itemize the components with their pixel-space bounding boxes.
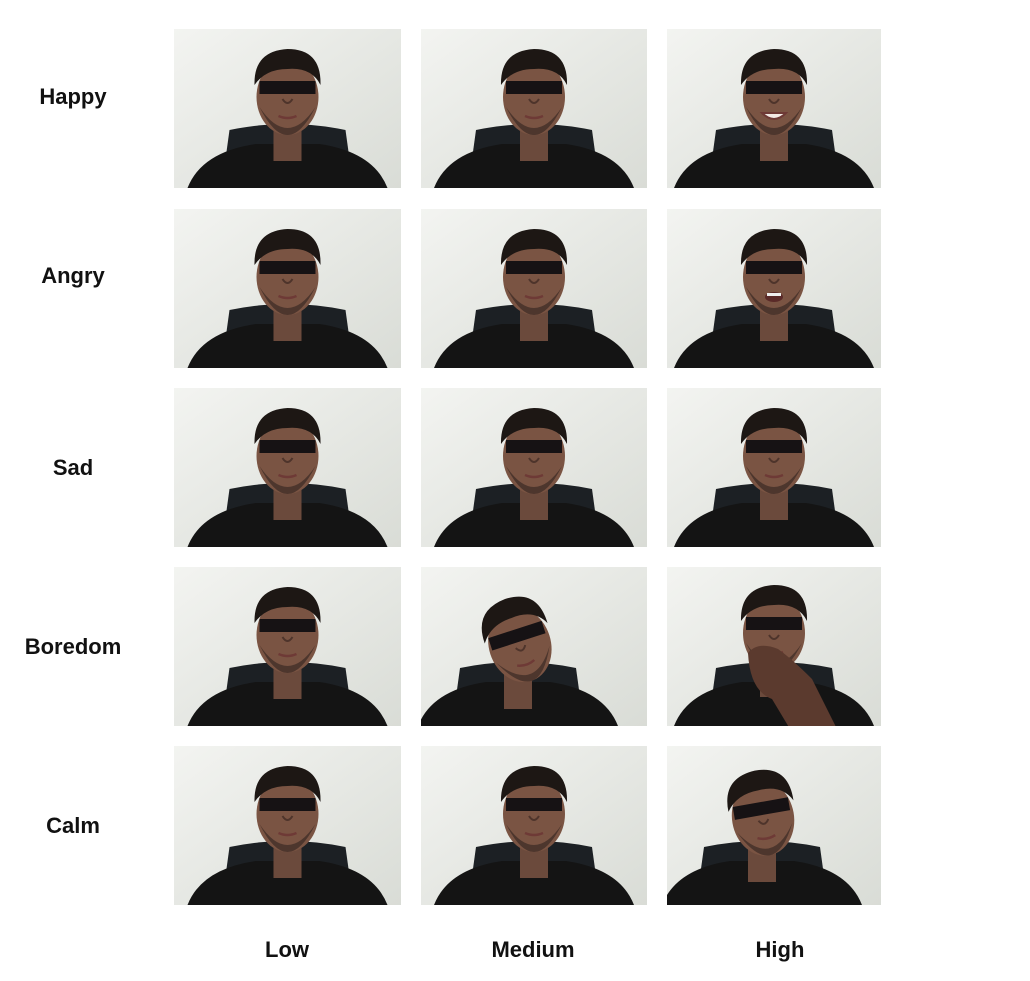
row-label-boredom: Boredom — [24, 634, 122, 659]
photo-calm-low — [174, 746, 401, 905]
column-label-high: High — [755, 937, 805, 962]
photo-happy-low — [174, 29, 401, 188]
photo-sad-high — [667, 388, 881, 547]
photo-boredom-medium — [421, 567, 647, 726]
column-label-low: Low — [265, 937, 309, 962]
photo-happy-high — [667, 29, 881, 188]
photo-angry-high — [667, 209, 881, 368]
photo-calm-high — [667, 746, 881, 905]
row-label-sad: Sad — [52, 455, 94, 480]
photo-angry-medium — [421, 209, 647, 368]
photo-sad-medium — [421, 388, 647, 547]
row-label-angry: Angry — [41, 263, 105, 288]
row-label-happy: Happy — [39, 84, 107, 109]
photo-sad-low — [174, 388, 401, 547]
photo-boredom-high — [667, 567, 881, 726]
column-label-medium: Medium — [491, 937, 575, 962]
photo-angry-low — [174, 209, 401, 368]
photo-calm-medium — [421, 746, 647, 905]
row-label-calm: Calm — [46, 813, 100, 838]
photo-happy-medium — [421, 29, 647, 188]
photo-boredom-low — [174, 567, 401, 726]
